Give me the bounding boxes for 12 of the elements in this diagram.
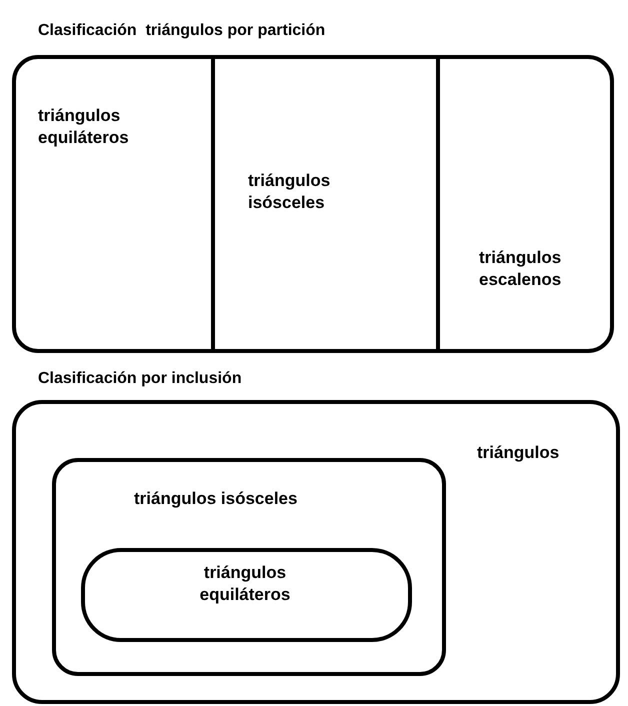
set-box xyxy=(12,400,620,704)
category-label: triángulos isósceles xyxy=(134,488,298,510)
set-box xyxy=(12,55,614,353)
category-label: triángulos escalenos xyxy=(479,247,562,291)
category-label: triángulos xyxy=(477,442,560,464)
category-label: triángulos equiláteros xyxy=(38,105,130,149)
subset-region xyxy=(52,458,446,676)
category-label: triángulos isósceles xyxy=(248,170,332,214)
section-heading: Clasificación por inclusión xyxy=(38,370,242,388)
subset-region xyxy=(81,548,412,642)
category-label: triángulos equiláteros xyxy=(198,562,292,606)
section-heading: Clasificación triángulos por partición xyxy=(38,22,326,40)
